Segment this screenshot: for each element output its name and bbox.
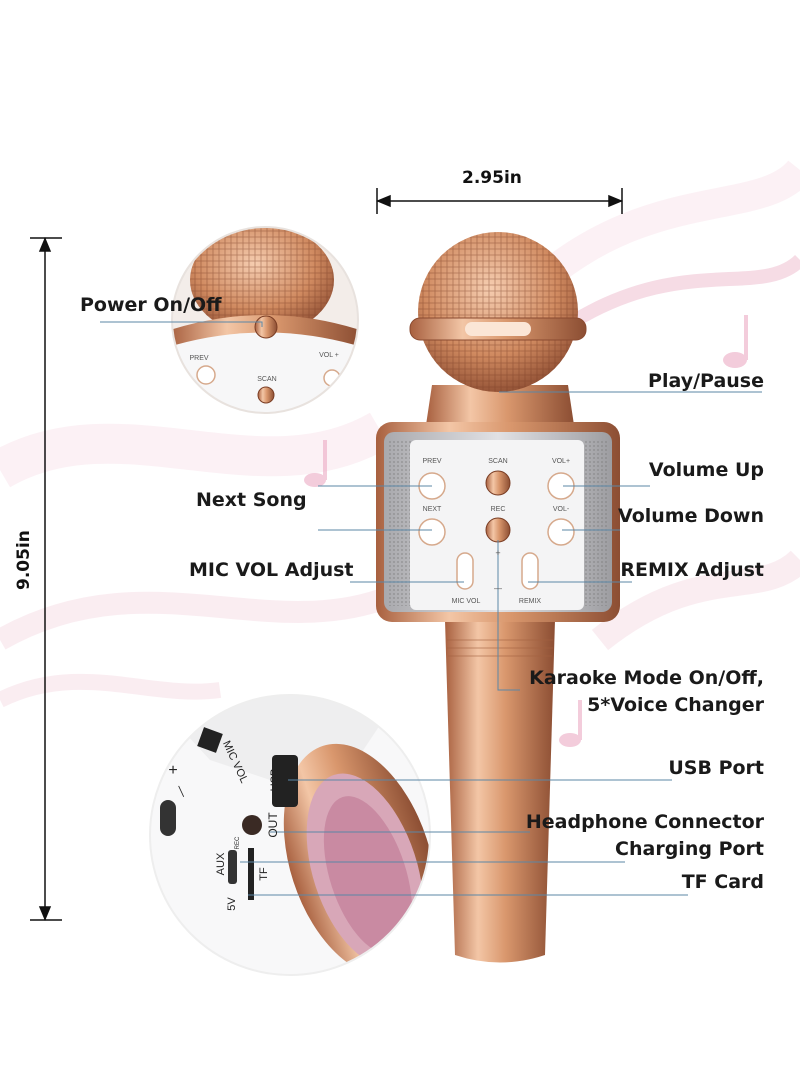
charging-callout: Charging Port [615,838,764,860]
vol-down-label: VOL- [552,506,570,513]
inset-plus-label: + [168,762,178,779]
inset-rec-label: REC [235,836,241,850]
callout-lines [100,321,762,896]
usb-callout: USB Port [668,757,764,779]
background-swirls [0,159,800,708]
top-inset-frame [171,226,359,414]
inset-5v-label: 5V [226,897,238,911]
next-song-callout: Next Song [196,489,307,511]
volume-down-callout: Volume Down [618,505,764,527]
inset-out-label: OUT [266,812,280,838]
width-dimension-arrow [376,188,623,214]
remix-callout: REMIX Adjust [620,559,764,581]
minus-label: — [494,584,502,593]
scan-label: SCAN [488,458,508,465]
bottom-inset-frame [149,694,431,976]
karaoke-callout-line1: Karaoke Mode On/Off, [529,667,764,689]
plus-label: + [495,548,501,558]
inset-prev-label: PREV [189,355,209,362]
height-label: 9.05in [14,530,34,590]
prev-label: PREV [422,458,442,465]
remix-label: REMIX [518,598,542,605]
microphone [376,232,620,963]
inset-usb-label: USB [269,768,281,792]
inset-tf-label: TF [258,867,270,881]
rec-label: REC [490,506,506,513]
inset-scan-label: SCAN [257,376,277,383]
inset-vol-label: VOL + [319,352,339,359]
mic-vol-label: MIC VOL [451,598,481,605]
power-button-inset [172,227,358,413]
tf-callout: TF Card [681,871,764,893]
next-label: NEXT [422,506,442,513]
headphone-callout: Headphone Connector [525,811,764,833]
volume-up-callout: Volume Up [648,459,764,481]
inset-aux-label: AUX [215,852,227,876]
play-pause-callout: Play/Pause [648,370,764,392]
ports-inset [150,695,430,975]
width-label: 2.95in [462,168,522,188]
height-dimension-arrow [30,237,62,921]
mic-vol-callout: MIC VOL Adjust [189,559,354,581]
power-callout: Power On/Off [80,294,222,316]
vol-up-label: VOL+ [551,458,571,465]
music-note-icon [304,315,748,747]
karaoke-callout-line2: 5*Voice Changer [587,694,764,716]
